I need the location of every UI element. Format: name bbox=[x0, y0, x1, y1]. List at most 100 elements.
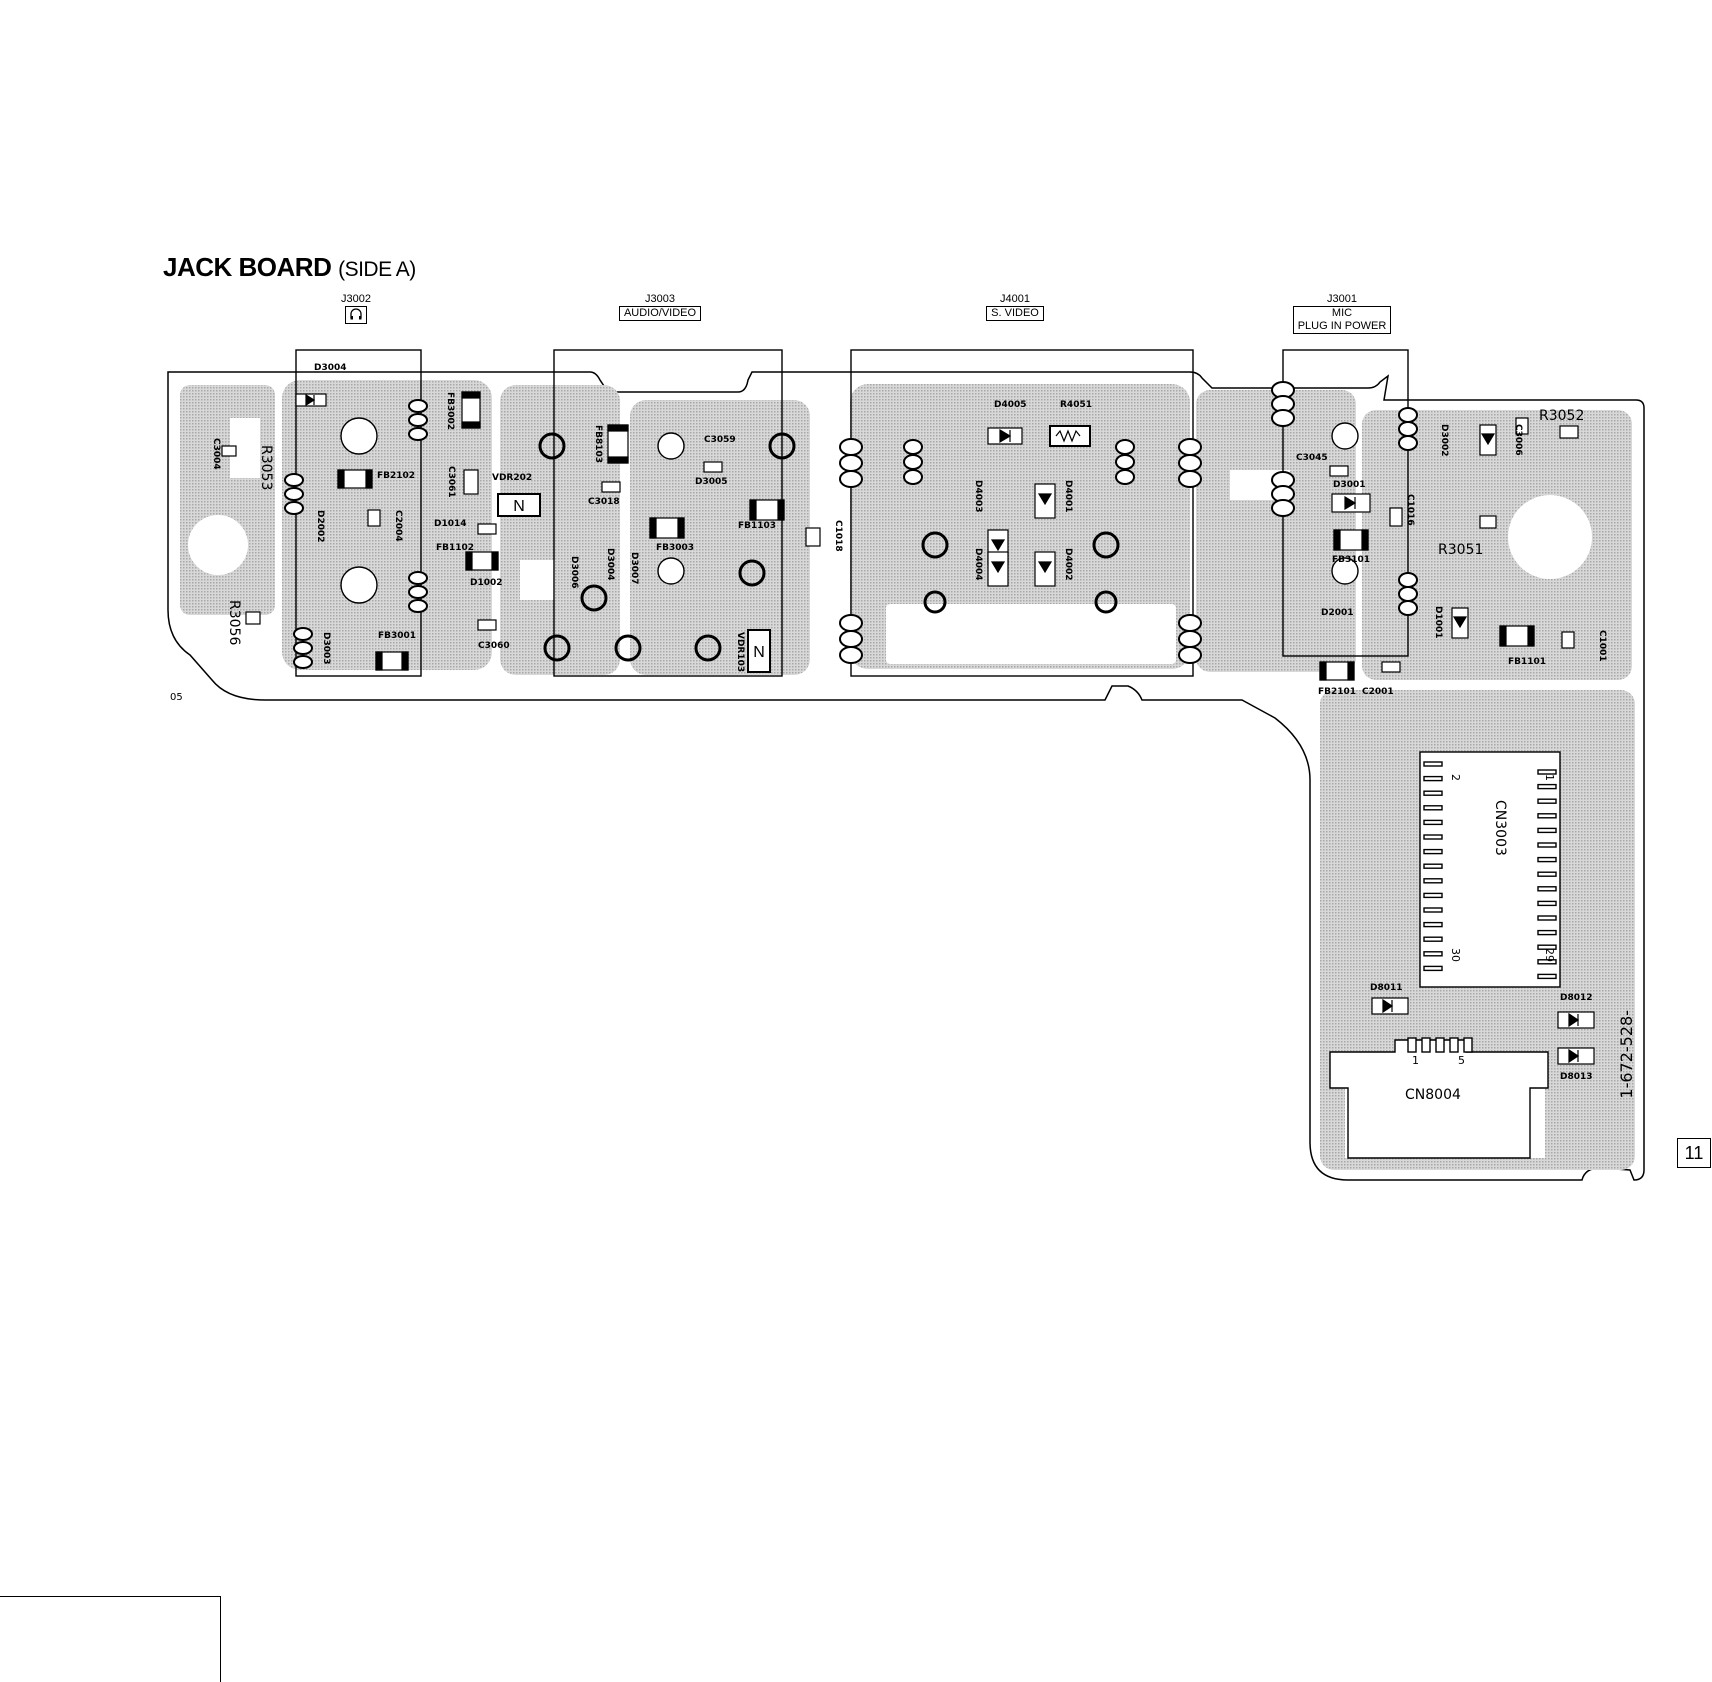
component-label: C3004 bbox=[211, 438, 221, 470]
cn3003-pin-label: 2 bbox=[1449, 774, 1462, 781]
connector-pin bbox=[1537, 929, 1557, 936]
component-label: D3003 bbox=[321, 632, 331, 665]
component-label: R3056 bbox=[226, 600, 242, 645]
connector-pin bbox=[1423, 965, 1443, 972]
component-label: C3045 bbox=[1296, 453, 1328, 463]
component-label: D3004 bbox=[314, 363, 347, 373]
component-label: D3005 bbox=[695, 477, 728, 487]
board-title-side: (SIDE A) bbox=[338, 258, 416, 281]
connector-pin bbox=[1537, 973, 1557, 980]
component-label: C2001 bbox=[1362, 687, 1394, 697]
cn8004-pin-label: 5 bbox=[1458, 1054, 1465, 1067]
cn8004-label: CN8004 bbox=[1405, 1087, 1461, 1103]
copper-region bbox=[282, 380, 492, 670]
headphone-icon bbox=[345, 306, 367, 324]
cap-r3052 bbox=[1559, 425, 1579, 439]
connector-pin bbox=[1449, 1037, 1459, 1053]
stacked-pad bbox=[1398, 407, 1418, 451]
component-label: R3051 bbox=[1438, 542, 1483, 558]
cn3003-label: CN3003 bbox=[1492, 800, 1508, 856]
stacked-pad bbox=[903, 439, 923, 485]
resistor-r4051 bbox=[1049, 425, 1091, 447]
component-label: D4004 bbox=[973, 548, 983, 581]
jack-j3002-label: J3002 bbox=[336, 293, 376, 325]
stacked-pad bbox=[839, 614, 863, 664]
component-label: D3004 bbox=[605, 548, 615, 581]
component-label: D4001 bbox=[1063, 480, 1073, 513]
jack-j4001-label: J4001 S. VIDEO bbox=[975, 293, 1055, 321]
cn3003-pin-label: 1 bbox=[1543, 774, 1556, 781]
component-label: R3052 bbox=[1539, 408, 1584, 424]
cap-r3056 bbox=[245, 611, 261, 625]
ring-pad bbox=[1094, 590, 1118, 614]
cap-c1001 bbox=[1561, 631, 1575, 649]
side-index-box: 11 bbox=[1677, 1138, 1711, 1168]
diode-d4005 bbox=[987, 427, 1023, 445]
cap-c2004 bbox=[367, 509, 381, 527]
svg-text:N: N bbox=[753, 644, 765, 661]
component-label: FB3003 bbox=[656, 543, 694, 553]
board-outline bbox=[167, 371, 1645, 1181]
ferrite-fb8103 bbox=[607, 424, 629, 464]
connector-pin bbox=[1537, 856, 1557, 863]
stacked-pad bbox=[408, 399, 428, 441]
connector-pin bbox=[1423, 936, 1443, 942]
connector-pin bbox=[1423, 878, 1443, 884]
ferrite-fb1103 bbox=[749, 499, 785, 521]
ring-pad bbox=[580, 584, 608, 612]
diode-d4001 bbox=[1034, 483, 1056, 519]
stacked-pads bbox=[284, 381, 1418, 669]
cap-d1014 bbox=[477, 523, 497, 535]
component-label: C3018 bbox=[588, 497, 620, 507]
cn8004-pins bbox=[1407, 1037, 1473, 1053]
vdr-vdr202: N bbox=[497, 493, 541, 517]
stacked-pad bbox=[1115, 439, 1135, 485]
component-labels: D3004 R3053 C3004 FB2102 D2002 C2004 FB3… bbox=[211, 363, 1607, 1082]
diode-d1001 bbox=[1451, 607, 1469, 639]
connector-pin bbox=[1423, 892, 1443, 899]
component-label: D3002 bbox=[1439, 424, 1449, 457]
cn3003-pin-label: 30 bbox=[1449, 948, 1462, 962]
connector-pin bbox=[1423, 863, 1443, 869]
ring-pad bbox=[738, 559, 766, 587]
component-label: VDR202 bbox=[492, 473, 532, 483]
component-label: D4002 bbox=[1063, 548, 1073, 581]
component-label: FB3001 bbox=[378, 631, 416, 641]
connector-pin bbox=[1423, 951, 1443, 957]
board-title: JACK BOARD (SIDE A) bbox=[163, 252, 416, 283]
ring-pad bbox=[614, 634, 642, 662]
connector-pin bbox=[1537, 900, 1557, 907]
cap-c3004 bbox=[221, 445, 237, 457]
diode-d3002 bbox=[1479, 424, 1497, 456]
component-label: D2001 bbox=[1321, 608, 1354, 618]
connector-pin bbox=[1537, 813, 1557, 819]
round-pad bbox=[340, 566, 378, 604]
smd-parts: N N bbox=[221, 391, 1595, 1065]
diode-d8012 bbox=[1557, 1011, 1595, 1029]
jack-function: MIC PLUG IN POWER bbox=[1292, 306, 1392, 334]
stacked-pad bbox=[284, 473, 304, 515]
ferrite-fb1101 bbox=[1499, 625, 1535, 647]
connector-pin bbox=[1537, 915, 1557, 921]
round-pad bbox=[657, 557, 685, 585]
component-label: D1001 bbox=[1433, 606, 1443, 639]
cn3003-pins bbox=[1419, 751, 1561, 988]
jack-j3003-label: J3003 AUDIO/VIDEO bbox=[610, 293, 710, 321]
corner-frame bbox=[0, 1596, 221, 1682]
ferrite-fb2101 bbox=[1319, 661, 1355, 681]
connector-pin bbox=[1537, 871, 1557, 877]
component-label: C3006 bbox=[1513, 424, 1523, 456]
connector-pin bbox=[1423, 834, 1443, 840]
jack-j3001-label: J3001 MIC PLUG IN POWER bbox=[1290, 293, 1394, 334]
jack-ref: J3002 bbox=[341, 293, 371, 305]
cn3003-left-pins bbox=[1423, 761, 1443, 972]
component-label: C1001 bbox=[1597, 630, 1607, 662]
stacked-pad bbox=[293, 627, 313, 669]
connector-pin bbox=[1423, 848, 1443, 855]
component-label: C2004 bbox=[393, 510, 403, 542]
mount-hole bbox=[1508, 495, 1592, 579]
component-label: FB2102 bbox=[377, 471, 415, 481]
diode-d3004 bbox=[295, 393, 327, 407]
cap-c3061 bbox=[463, 469, 479, 495]
